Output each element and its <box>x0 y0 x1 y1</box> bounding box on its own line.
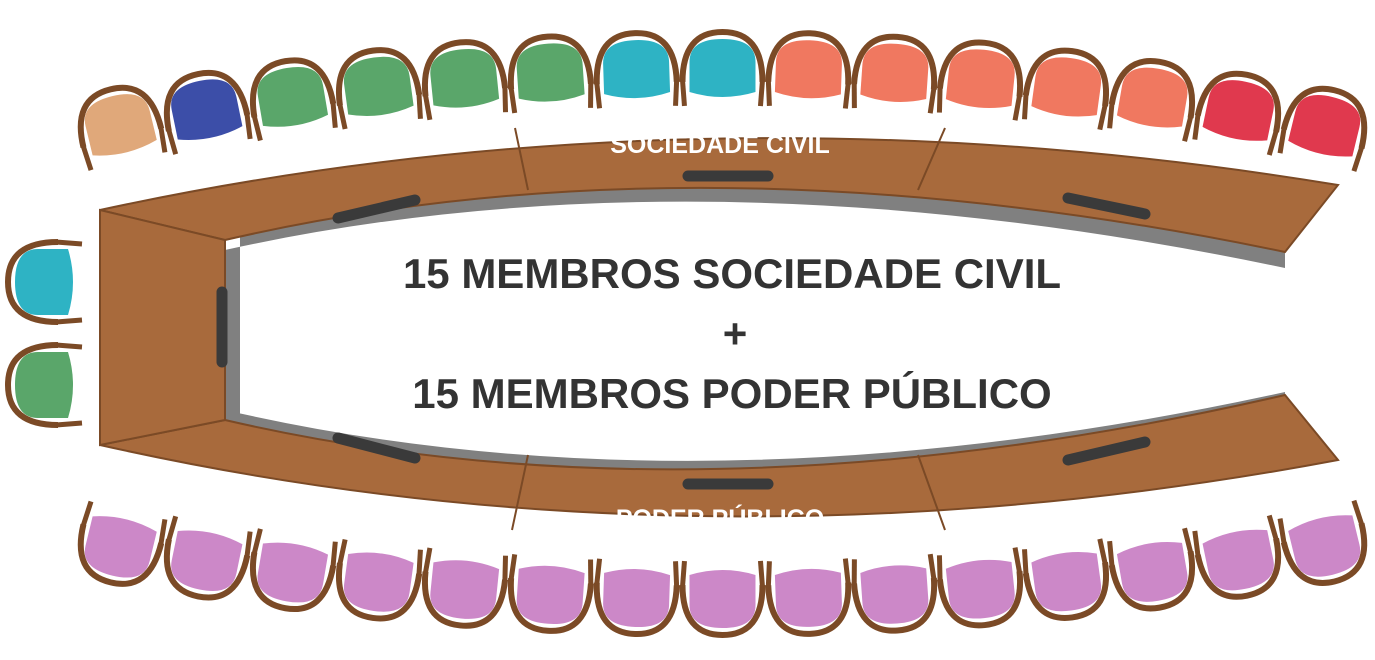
section-label-sociedade-civil: SOCIEDADE CIVIL <box>610 131 829 159</box>
chair <box>593 30 680 109</box>
chair <box>421 39 509 121</box>
chair <box>77 84 168 171</box>
chair <box>336 538 423 622</box>
left-chair-column <box>4 239 83 428</box>
chair <box>507 33 594 114</box>
microphone <box>1062 192 1151 220</box>
chair <box>249 57 338 142</box>
chair <box>1107 58 1196 142</box>
chair <box>77 500 168 587</box>
center-caption: 15 MEMBROS SOCIEDADE CIVIL + 15 MEMBROS … <box>403 250 1061 417</box>
chair <box>1192 70 1282 156</box>
center-line-sociedade-civil: 15 MEMBROS SOCIEDADE CIVIL <box>403 250 1061 297</box>
chair <box>249 528 338 613</box>
microphone <box>332 432 421 464</box>
top-chair-row <box>77 29 1368 172</box>
bottom-chair-row <box>77 499 1368 638</box>
table-left-end <box>99 208 226 447</box>
section-label-poder-publico: PODER PÚBLICO <box>616 503 824 533</box>
chair <box>163 515 253 601</box>
chair <box>1277 85 1368 172</box>
chair <box>1192 514 1282 600</box>
center-line-poder-publico: 15 MEMBROS PODER PÚBLICO <box>412 369 1051 417</box>
microphones <box>216 170 1151 490</box>
chair <box>936 39 1024 121</box>
chair <box>4 239 83 325</box>
chair <box>679 560 766 638</box>
chair <box>1022 538 1109 621</box>
chair <box>163 70 253 155</box>
chair <box>765 30 852 109</box>
chair <box>851 553 938 634</box>
chair <box>1277 499 1368 586</box>
chair <box>851 33 938 114</box>
chair <box>679 29 766 107</box>
table-bottom-arm <box>99 393 1340 518</box>
chair <box>593 558 680 637</box>
center-line-plus: + <box>723 310 748 357</box>
u-table: SOCIEDADE CIVIL PODER PÚBLICO <box>99 127 1340 533</box>
chair <box>421 547 509 629</box>
chair <box>507 554 594 634</box>
chair <box>1022 47 1109 131</box>
chair <box>1107 527 1196 612</box>
microphone <box>332 194 421 224</box>
table-segment-dividers <box>511 127 946 531</box>
table-top-arm <box>99 137 1340 254</box>
microphone <box>1062 436 1151 466</box>
chair <box>936 547 1024 629</box>
chair <box>336 47 423 130</box>
chair <box>765 558 852 637</box>
chair <box>4 342 83 428</box>
